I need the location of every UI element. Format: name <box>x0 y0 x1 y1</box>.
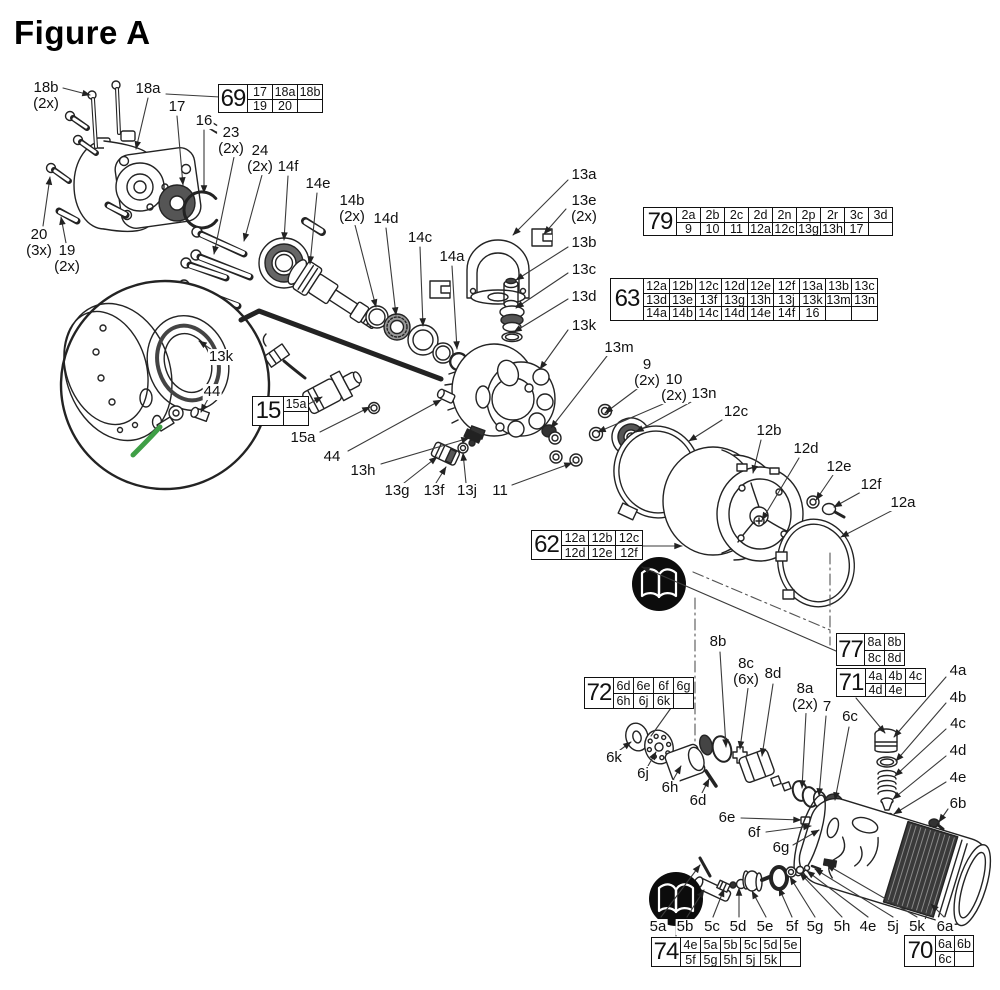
leader-line <box>938 808 949 823</box>
leader-line <box>833 726 850 801</box>
leader-line <box>701 778 710 794</box>
leader-line <box>751 439 762 474</box>
leader-line <box>385 227 399 316</box>
leader-line <box>892 755 947 800</box>
leader-line <box>200 398 209 413</box>
leader-line <box>281 175 289 241</box>
leader-line <box>347 399 442 452</box>
drawing-drum-group <box>613 425 855 608</box>
leader-line <box>826 864 918 918</box>
leader-line <box>604 388 638 414</box>
leader-line <box>307 192 318 265</box>
drawing-inset-detail <box>59 279 444 491</box>
drawing-main-housing <box>793 794 992 927</box>
leader-line <box>719 651 729 748</box>
leader-line <box>815 474 834 501</box>
leader-line <box>789 876 816 918</box>
leader-line <box>833 491 862 508</box>
leader-line <box>712 888 725 918</box>
leader-line <box>635 401 692 433</box>
open-book-manual-icon <box>632 557 686 611</box>
drawing-sensor <box>254 333 483 466</box>
leader-line <box>778 887 793 918</box>
leader-line <box>319 406 371 433</box>
leader-line <box>840 509 894 538</box>
leader-line <box>650 707 672 737</box>
leader-line <box>641 566 837 652</box>
leader-line <box>814 868 894 918</box>
leader-line <box>134 97 149 150</box>
leader-line <box>403 456 438 484</box>
drawing-spring-stack <box>874 728 945 831</box>
leader-line <box>42 176 53 227</box>
leader-line <box>765 823 812 833</box>
leader-line <box>242 174 263 242</box>
open-book-manual-icon <box>649 872 703 926</box>
leader-line <box>647 751 657 767</box>
leader-line <box>672 765 682 781</box>
leader-line <box>460 452 468 484</box>
drawing-clamp-group <box>429 228 553 343</box>
leader-line <box>799 872 843 918</box>
inset-pointer-line <box>238 308 444 382</box>
drawing-shaft-group <box>258 237 467 372</box>
leader-line <box>686 889 705 918</box>
leader-line <box>419 246 427 327</box>
leader-line <box>543 208 567 235</box>
leader-line <box>176 115 186 186</box>
leader-line <box>515 272 569 309</box>
drawing-rotor-group <box>444 343 651 467</box>
leader-line <box>515 246 569 281</box>
leader-line <box>751 890 767 918</box>
leader-line <box>451 265 460 350</box>
leader-line <box>759 683 774 757</box>
dash-dot-line <box>692 571 831 631</box>
leader-line <box>550 355 608 429</box>
leader-line <box>893 781 947 815</box>
leader-line <box>354 224 378 308</box>
figure-title: Figure A <box>14 14 151 51</box>
leader-line <box>792 829 820 846</box>
leader-line <box>799 712 807 789</box>
leader-line <box>855 697 886 734</box>
leader-line <box>539 329 569 370</box>
leader-line <box>761 457 800 521</box>
leader-line <box>894 728 947 777</box>
leader-line <box>893 676 947 738</box>
leader-line <box>806 870 869 918</box>
leader-line <box>511 462 573 486</box>
leader-line <box>816 715 827 797</box>
leader-line <box>380 437 470 465</box>
leader-line <box>435 466 447 484</box>
leader-line <box>512 179 569 236</box>
leader-line <box>513 298 569 333</box>
leader-line <box>740 816 802 824</box>
leader-line <box>737 687 749 750</box>
leader-line <box>660 864 701 918</box>
leader-line <box>597 403 664 433</box>
leader-line <box>198 340 213 351</box>
leader-line <box>59 216 67 244</box>
leader-line <box>930 903 945 918</box>
leader-line <box>62 87 91 97</box>
leader-line <box>619 741 632 751</box>
leader-line <box>688 419 723 442</box>
inset-green-wire <box>130 424 163 458</box>
leader-line <box>212 156 235 255</box>
leader-line <box>895 702 947 762</box>
leader-line <box>165 93 221 98</box>
construction-lines <box>692 552 831 743</box>
